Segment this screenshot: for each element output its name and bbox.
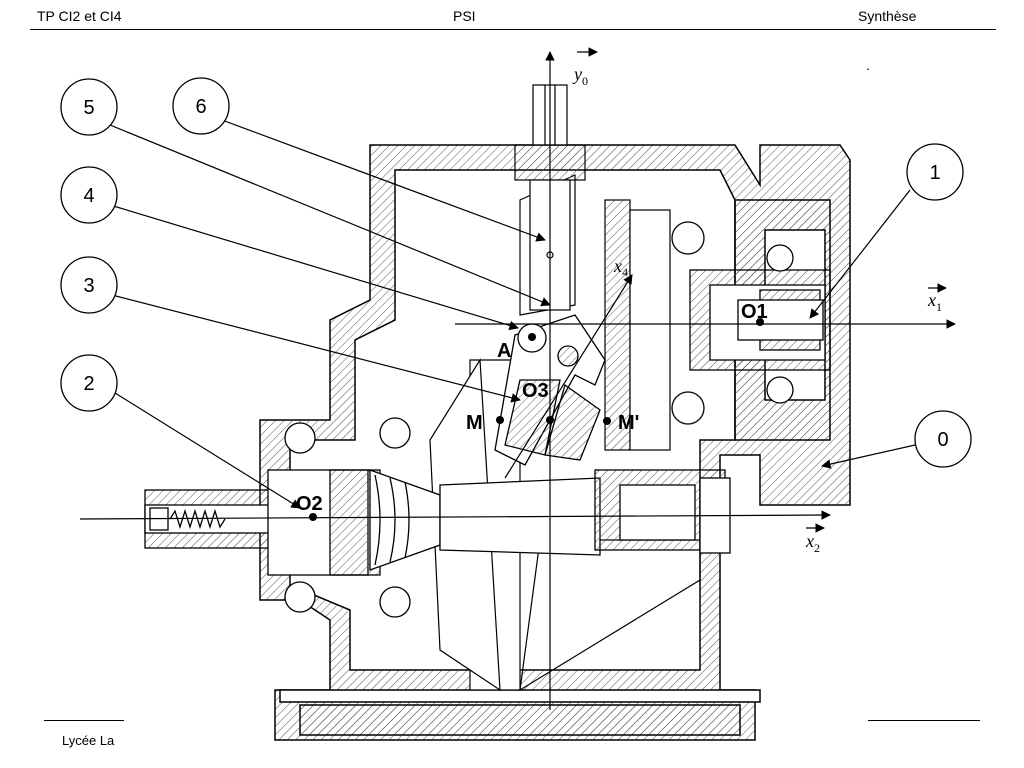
points bbox=[309, 318, 764, 521]
label-A: A bbox=[497, 340, 511, 362]
header-center-title: PSI bbox=[453, 8, 476, 24]
svg-text:5: 5 bbox=[83, 97, 94, 119]
point-O2-dot bbox=[309, 513, 317, 521]
header-rule bbox=[30, 29, 996, 30]
svg-text:3: 3 bbox=[83, 275, 94, 297]
callout-5: 5 bbox=[60, 78, 118, 136]
header-right-title: Synthèse bbox=[858, 8, 917, 24]
label-Mprime: M' bbox=[618, 412, 639, 434]
point-labels: A O3 M M' O1 O2 bbox=[296, 301, 768, 515]
callout-4: 4 bbox=[60, 166, 118, 224]
axis-label-x1: x1 bbox=[927, 290, 942, 314]
axis-label-x4: x4 bbox=[613, 256, 628, 279]
svg-text:1: 1 bbox=[929, 162, 940, 184]
point-O1-dot bbox=[756, 318, 764, 326]
callout-3: 3 bbox=[60, 256, 118, 314]
svg-text:4: 4 bbox=[83, 185, 94, 207]
point-O3-dot bbox=[546, 416, 554, 424]
callout-1: 1 bbox=[906, 143, 964, 201]
svg-text:2: 2 bbox=[83, 373, 94, 395]
point-Mprime-dot bbox=[603, 417, 611, 425]
axes bbox=[79, 47, 956, 710]
label-O1: O1 bbox=[741, 301, 768, 323]
footer-rule-left bbox=[44, 720, 124, 721]
left-shaft-assembly bbox=[144, 417, 731, 618]
callout-2: 2 bbox=[60, 354, 118, 412]
label-M: M bbox=[466, 412, 483, 434]
callout-0: 0 bbox=[914, 410, 972, 468]
point-A-dot bbox=[528, 333, 536, 341]
point-M-dot bbox=[496, 416, 504, 424]
axis-labels: y0 x1 x2 x4 bbox=[572, 64, 942, 555]
axis-label-x2: x2 bbox=[805, 531, 820, 555]
axis-label-y0: y0 bbox=[572, 64, 588, 88]
stray-mark: . bbox=[866, 57, 870, 73]
label-O2: O2 bbox=[296, 493, 323, 515]
footer-left-text: Lycée La bbox=[62, 733, 115, 748]
header-left-title: TP CI2 et CI4 bbox=[37, 8, 122, 24]
axis-x4 bbox=[504, 274, 633, 479]
callout-6: 6 bbox=[172, 77, 230, 135]
footer-rule-right bbox=[868, 720, 980, 721]
inner-structure bbox=[429, 174, 701, 692]
svg-text:6: 6 bbox=[195, 96, 206, 118]
axis-x2 bbox=[79, 510, 831, 520]
label-O3: O3 bbox=[522, 380, 549, 402]
svg-text:0: 0 bbox=[937, 429, 948, 451]
leader-lines bbox=[109, 119, 916, 509]
